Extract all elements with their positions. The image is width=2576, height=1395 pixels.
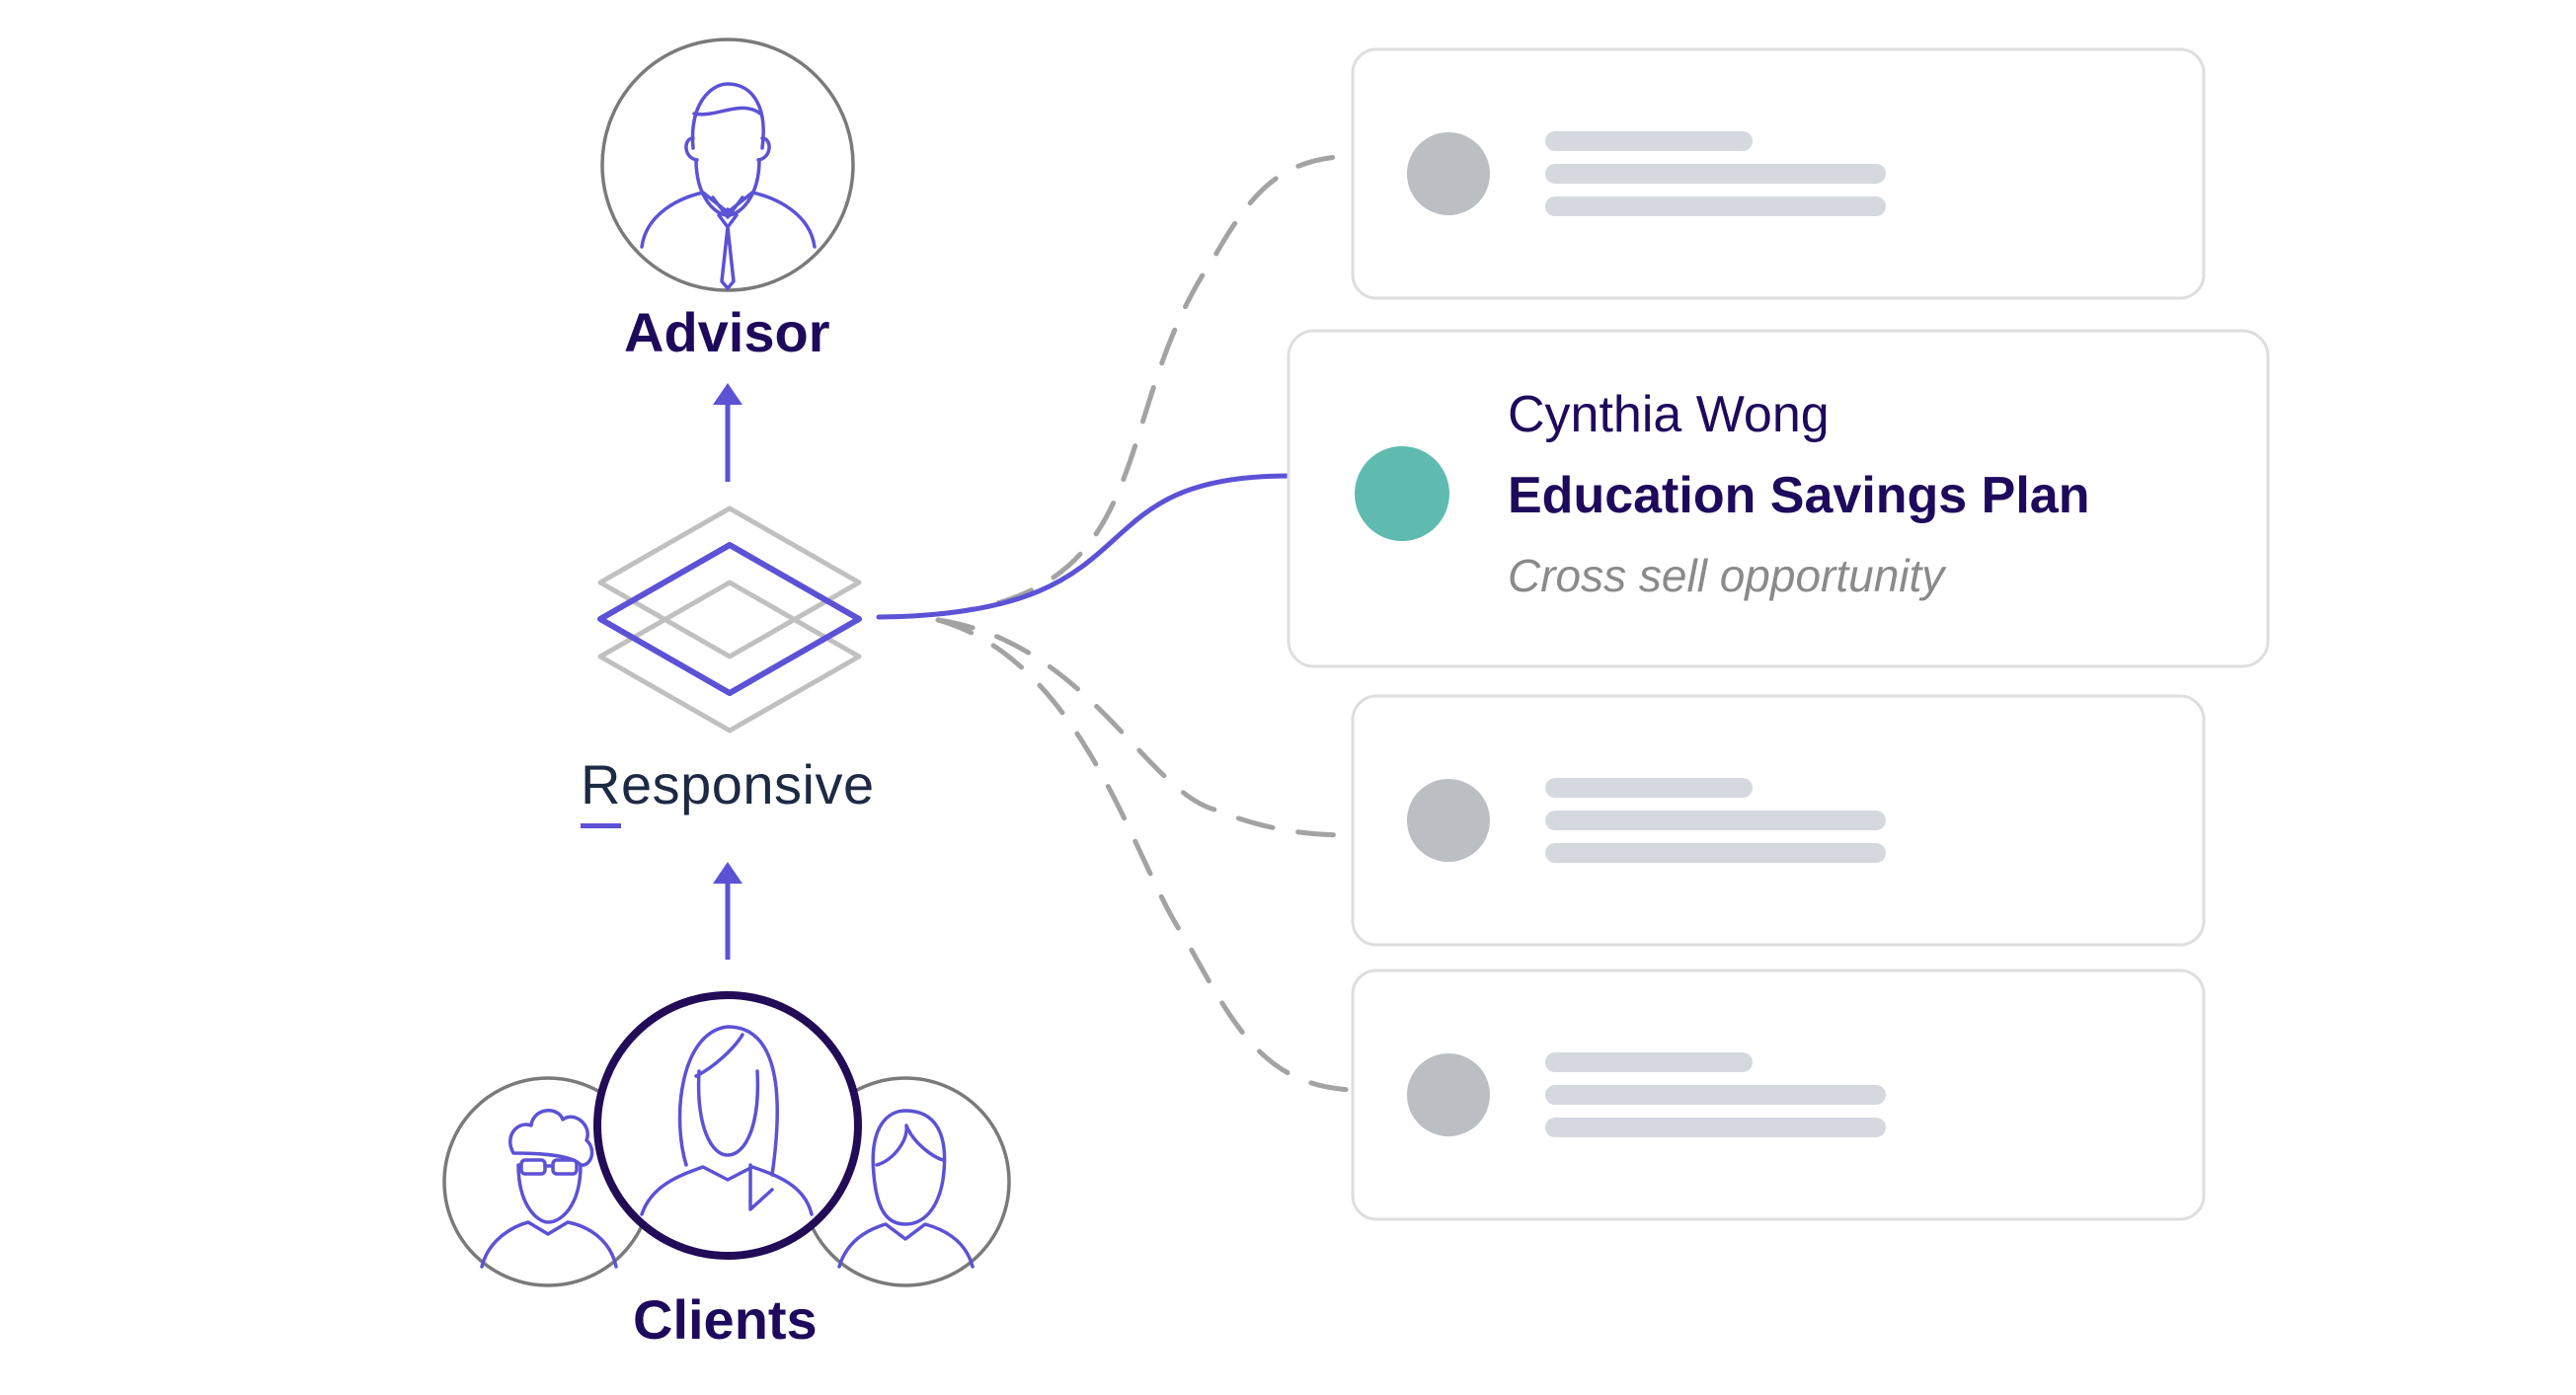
placeholder-line [1545, 811, 1886, 830]
responsive-layers-icon [597, 505, 862, 734]
opportunity-title: Education Savings Plan [1508, 467, 2090, 524]
arrow-to-advisor [713, 383, 742, 482]
client-name: Cynthia Wong [1508, 386, 1830, 443]
status-dot-teal [1355, 446, 1449, 541]
connector-dashed-fourth [935, 617, 1356, 1093]
placeholder-line [1545, 1085, 1886, 1105]
placeholder-card-1 [1351, 47, 2206, 300]
connector-solid-highlight [876, 473, 1291, 620]
client-avatar-center [593, 991, 862, 1260]
advisor-label: Advisor [624, 301, 830, 363]
arrow-from-clients [713, 862, 742, 960]
clients-label: Clients [633, 1288, 818, 1351]
placeholder-line [1545, 1118, 1886, 1137]
placeholder-avatar-dot [1407, 779, 1490, 862]
highlight-card [1287, 329, 2270, 668]
placeholder-line [1545, 196, 1886, 216]
connector-dashed-top [935, 153, 1356, 617]
placeholder-line [1545, 843, 1886, 863]
connector-dashed-third [935, 617, 1356, 838]
placeholder-avatar-dot [1407, 132, 1490, 215]
brand-initial: R [581, 753, 621, 828]
responsive-brand-label: Responsive [581, 752, 875, 828]
client-curly-hair-glasses-icon [480, 1109, 618, 1269]
placeholder-avatar-dot [1407, 1053, 1490, 1136]
placeholder-line [1545, 131, 1753, 151]
placeholder-line [1545, 1052, 1753, 1072]
client-long-hair-icon [640, 1025, 814, 1216]
placeholder-card-2 [1351, 694, 2206, 947]
placeholder-line [1545, 778, 1753, 798]
brand-rest: esponsive [620, 753, 875, 815]
placeholder-card-3 [1351, 969, 2206, 1221]
advisor-person-icon [640, 82, 817, 290]
placeholder-line [1545, 164, 1886, 184]
client-short-hair-icon [837, 1109, 975, 1269]
advisor-avatar [600, 38, 855, 292]
opportunity-subtitle: Cross sell opportunity [1508, 550, 1945, 601]
